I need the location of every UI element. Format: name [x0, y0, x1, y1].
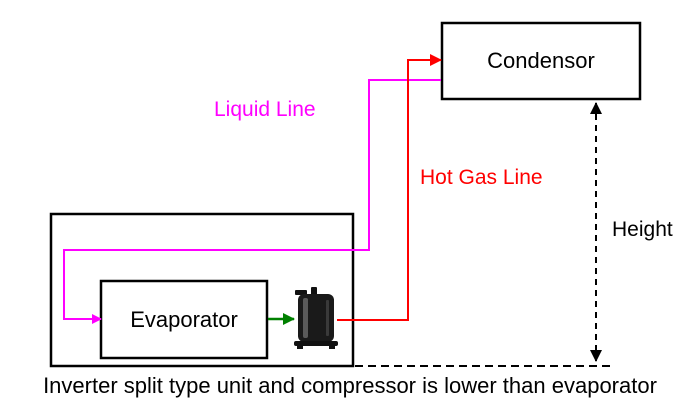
height-label: Height [612, 218, 673, 241]
evaporator-label: Evaporator [130, 306, 238, 332]
evaporator-box [99, 279, 269, 360]
hot-gas-line-pipe [337, 54, 442, 321]
condensor-label: Condensor [487, 48, 595, 73]
liquid-line-pipe [63, 79, 441, 324]
hot-gas-line-label: Hot Gas Line [420, 166, 543, 189]
condensor-box [440, 21, 642, 101]
indoor-unit-box [49, 212, 355, 368]
compressor-icon [294, 287, 338, 349]
diagram-caption: Inverter split type unit and compressor … [43, 373, 657, 398]
liquid-line-label: Liquid Line [214, 98, 316, 121]
